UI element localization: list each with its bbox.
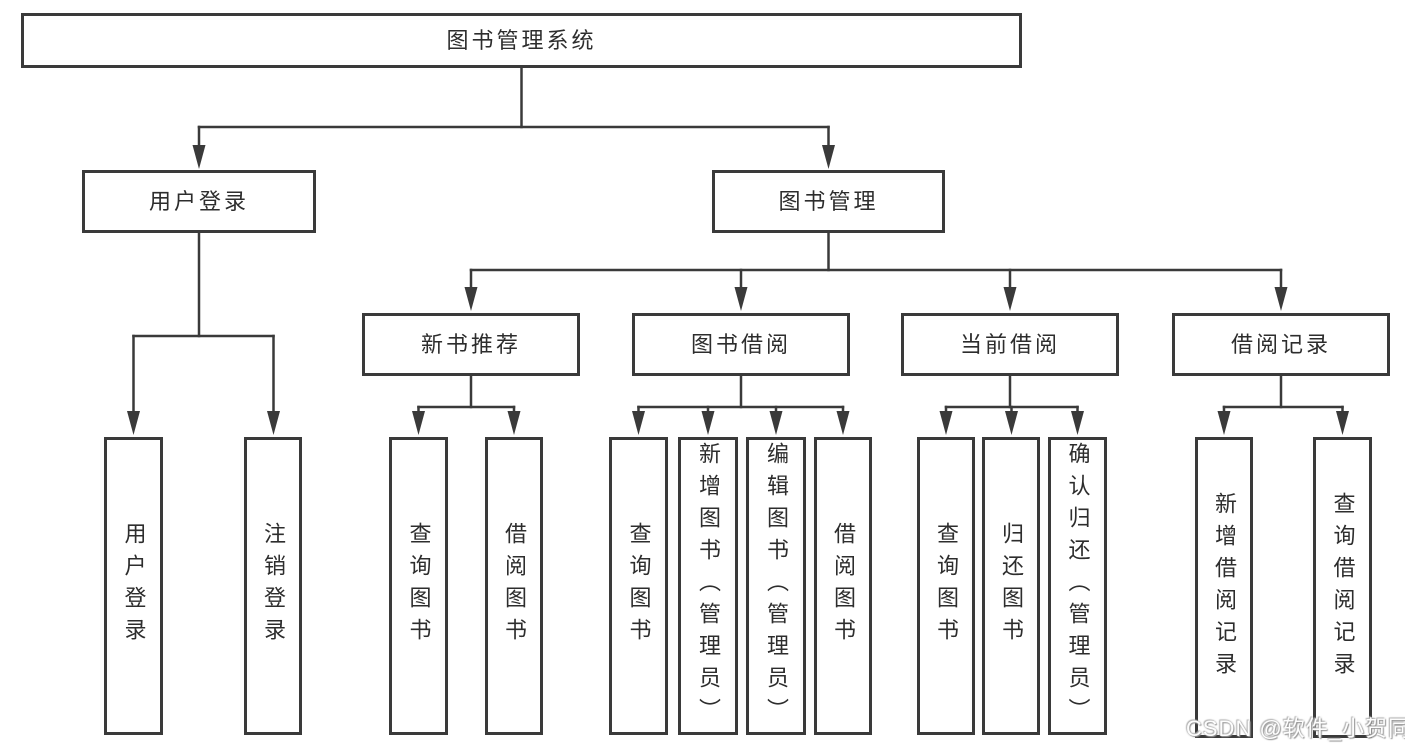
node-user-login: 用户登录: [82, 170, 316, 233]
leaf-query-books-3: 查询图书: [917, 437, 975, 735]
node-new-book-rec-label: 新书推荐: [420, 331, 521, 357]
connector-borrow-records-fork: [1217, 374, 1349, 435]
connector-book-mgmt-fork: [464, 231, 1288, 311]
node-book-mgmt: 图书管理: [712, 170, 945, 233]
node-root: 图书管理系统: [21, 13, 1022, 68]
leaf-confirm-return-admin: 确认归还（管理员）: [1048, 437, 1107, 735]
node-current-borrow: 当前借阅: [901, 313, 1119, 376]
leaf-query-books-2-label: 查询图书: [626, 522, 652, 650]
node-book-borrow: 图书借阅: [632, 313, 850, 376]
connector-current-borrow-fork: [939, 374, 1084, 435]
leaf-add-book-admin-label: 新增图书（管理员）: [696, 442, 721, 730]
leaf-edit-book-admin-label: 编辑图书（管理员）: [764, 442, 789, 730]
leaf-return-book: 归还图书: [982, 437, 1040, 735]
leaf-query-books-3-label: 查询图书: [934, 522, 959, 650]
leaf-edit-book-admin: 编辑图书（管理员）: [746, 437, 806, 735]
leaf-user-login: 用户登录: [104, 437, 163, 735]
leaf-borrow-books-2-label: 借阅图书: [831, 522, 856, 650]
leaf-borrow-books-1-label: 借阅图书: [502, 522, 527, 650]
leaf-add-borrow-record: 新增借阅记录: [1195, 437, 1253, 738]
leaf-add-book-admin: 新增图书（管理员）: [678, 437, 738, 735]
leaf-logout: 注销登录: [244, 437, 302, 735]
leaf-query-books-1: 查询图书: [389, 437, 448, 735]
connector-user-login-fork: [127, 231, 280, 435]
node-root-label: 图书管理系统: [446, 27, 597, 53]
connector-root-fork: [192, 66, 835, 169]
leaf-add-borrow-record-label: 新增借阅记录: [1212, 491, 1237, 684]
leaf-borrow-books-2: 借阅图书: [814, 437, 872, 735]
node-current-borrow-label: 当前借阅: [959, 331, 1060, 357]
node-borrow-records-label: 借阅记录: [1230, 331, 1331, 357]
leaf-borrow-books-1: 借阅图书: [485, 437, 543, 735]
leaf-query-books-2: 查询图书: [609, 437, 668, 735]
leaf-query-borrow-record-label: 查询借阅记录: [1330, 491, 1356, 684]
connector-new-book-rec-fork: [412, 374, 521, 435]
node-book-mgmt-label: 图书管理: [778, 188, 879, 214]
leaf-user-login-label: 用户登录: [121, 522, 147, 650]
leaf-query-borrow-record: 查询借阅记录: [1313, 437, 1372, 738]
leaf-logout-label: 注销登录: [261, 522, 286, 650]
csdn-watermark: CSDN @软件_小贺同学: [1186, 716, 1405, 741]
node-book-borrow-label: 图书借阅: [690, 331, 791, 357]
connector-book-borrow-fork: [632, 374, 850, 435]
leaf-return-book-label: 归还图书: [999, 522, 1024, 650]
node-borrow-records: 借阅记录: [1172, 313, 1390, 376]
node-new-book-rec: 新书推荐: [362, 313, 580, 376]
leaf-confirm-return-admin-label: 确认归还（管理员）: [1065, 442, 1091, 730]
leaf-query-books-1-label: 查询图书: [406, 522, 432, 650]
node-user-login-label: 用户登录: [148, 188, 249, 214]
